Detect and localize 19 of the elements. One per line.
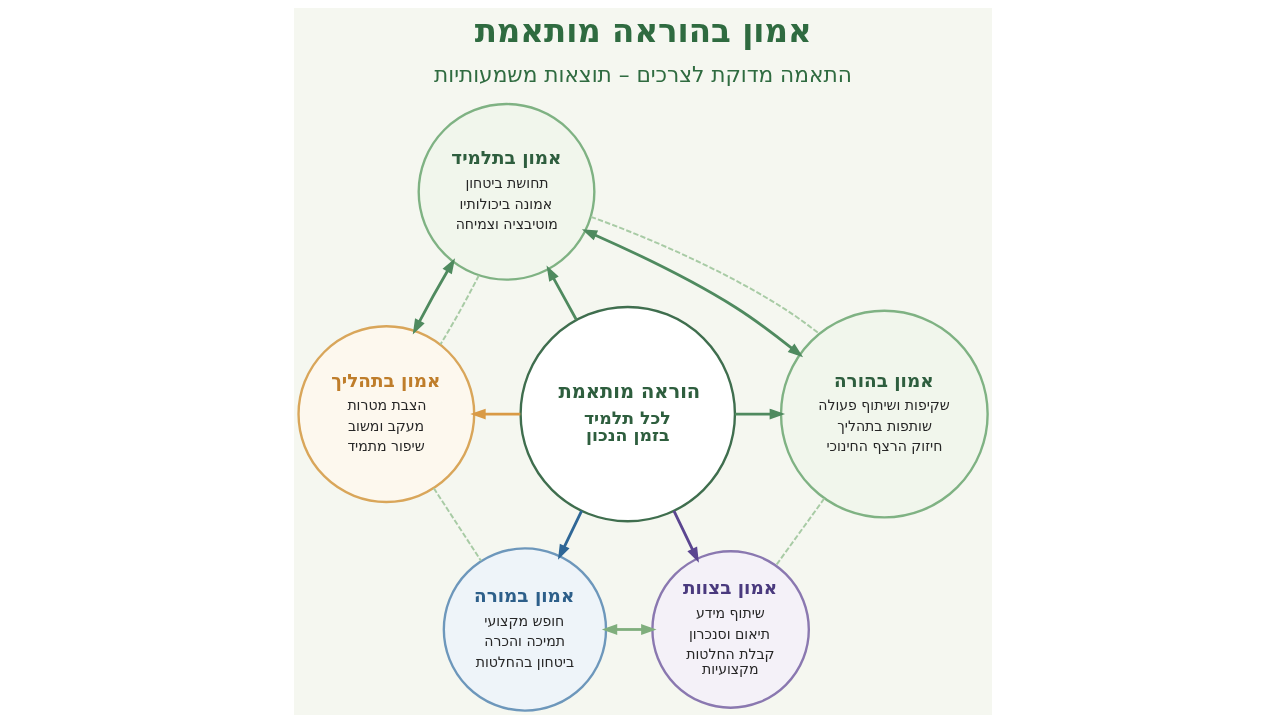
arrow — [601, 624, 657, 635]
connector — [432, 487, 482, 562]
diagram-title: אמון בהוראה מותאמת — [474, 11, 812, 50]
node-circle: אמון בהורה שקיפות ושיתוף פעולה שותפות בתהליך חיזוק הרצף החינוכי — [779, 309, 989, 519]
arrow — [470, 408, 521, 420]
arrow — [672, 510, 699, 563]
arrow — [546, 265, 578, 321]
node-circle: אמון בתהליך הצבת מטרות מעקב ומשוב שיפור מתמיד — [297, 325, 476, 504]
label: התאמה מדוקת לצרכים – תוצאות משמעותיות — [434, 61, 852, 87]
node-circle: אמון בצוות שיתוף מידע תיאום וסנכרון קבלת החלטות מקצועיות — [651, 550, 810, 709]
arrow — [735, 408, 786, 420]
arrow — [581, 229, 804, 358]
connector — [774, 497, 826, 567]
node-circle: הוראה מותאמת לכל תלמיד בזמן הנכון — [519, 305, 737, 523]
arrow — [557, 510, 583, 560]
arrow — [412, 258, 456, 335]
connector — [439, 274, 480, 346]
node-circle: אמון במורה חופש מקצועי תמיכה והכרה ביטחון בהחלטות — [442, 547, 608, 712]
connector — [590, 215, 821, 335]
